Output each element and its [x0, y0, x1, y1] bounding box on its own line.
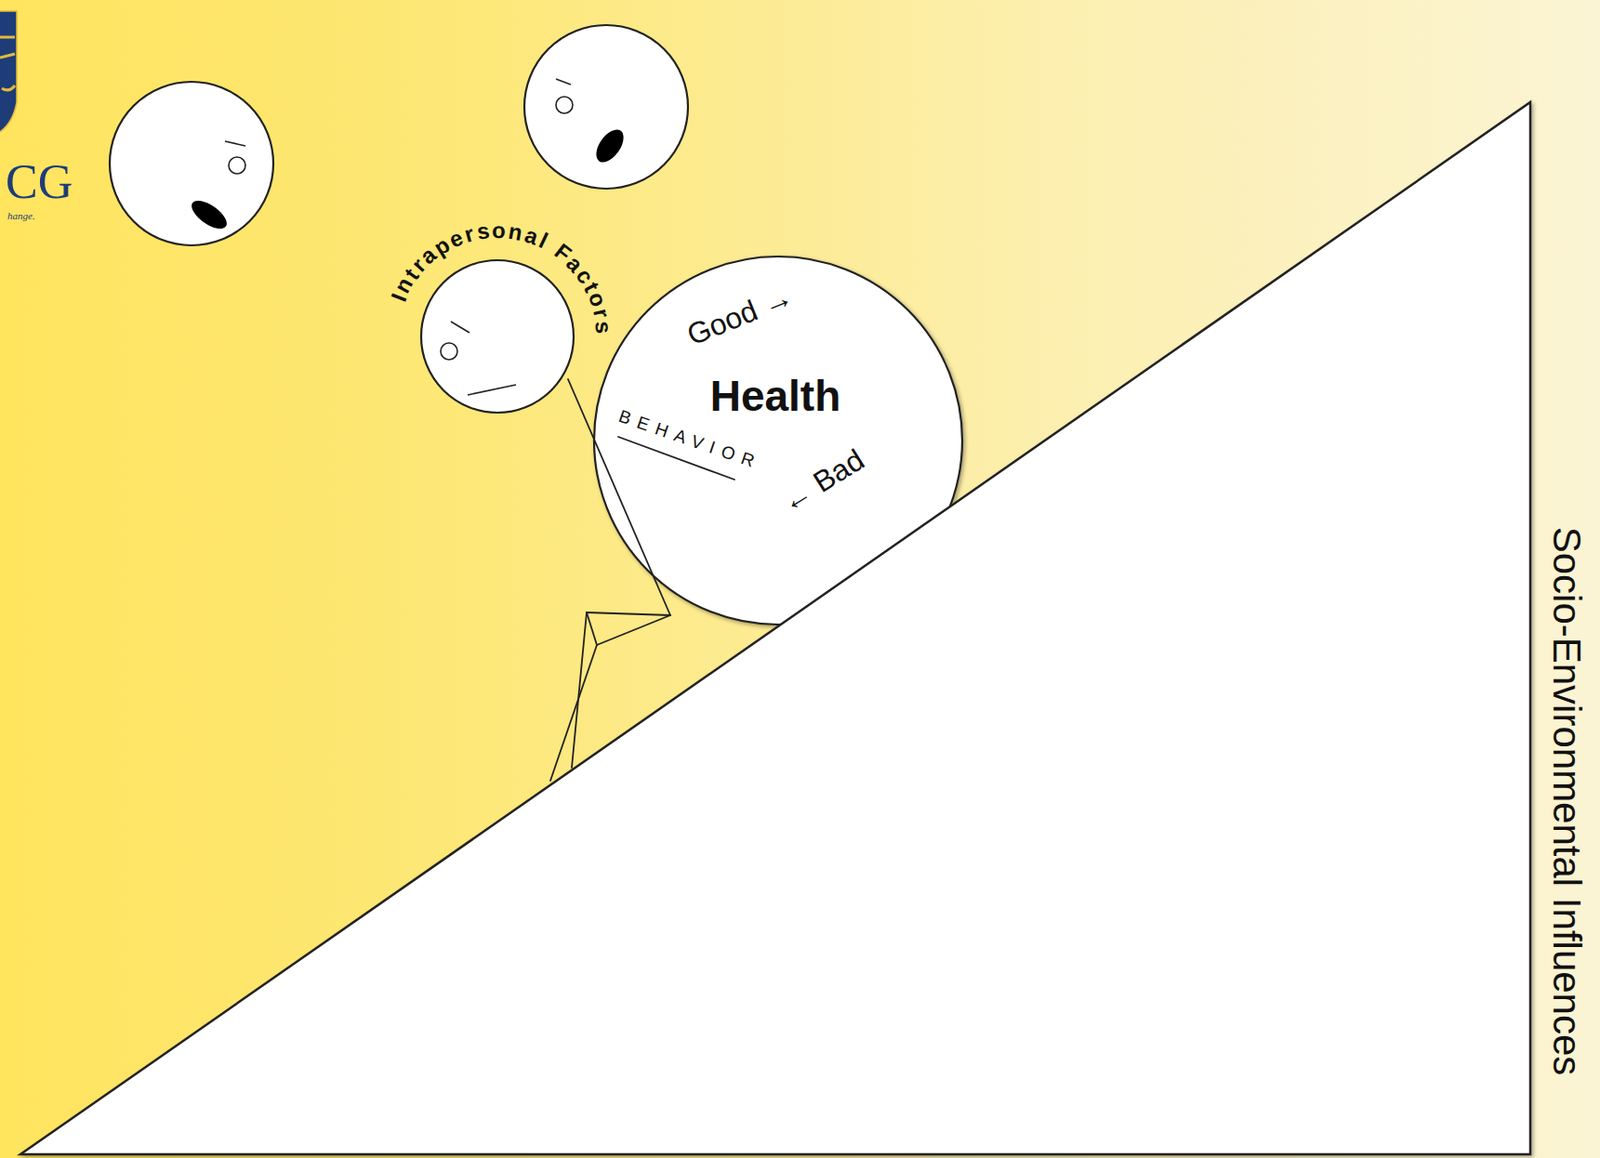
head-circle [109, 81, 274, 246]
eye [228, 157, 246, 174]
mouth [467, 384, 516, 396]
brow [555, 79, 571, 85]
arm-line [618, 436, 735, 480]
thigh-line [586, 612, 671, 616]
eye [555, 96, 573, 114]
shin-line [571, 612, 587, 768]
arc-letter: s [475, 218, 491, 245]
brow [450, 321, 470, 333]
intrapersonal-head-outline [419, 258, 576, 415]
thigh-line [596, 615, 671, 646]
head-circle [524, 25, 688, 189]
intrapersonal-head: Intrapersonal Factors [419, 258, 576, 415]
logo-text: CG [5, 154, 73, 210]
hip-line [586, 612, 597, 646]
eye [440, 343, 458, 360]
head-circle [421, 260, 574, 413]
arc-letter: o [491, 218, 506, 244]
ball-title: Health [710, 372, 842, 421]
shin-line [550, 645, 597, 781]
slope-polygon [20, 102, 1531, 1155]
mouth [591, 124, 630, 167]
axis-label: Socio-Environmental Influences [1545, 527, 1588, 1077]
arc-letter: s [590, 319, 616, 335]
back-line [568, 379, 671, 616]
logo-tagline: hange. [7, 210, 36, 222]
logo-shield [0, 11, 17, 133]
brow [224, 141, 246, 146]
falling-head [524, 25, 688, 189]
shield-detail [0, 37, 15, 91]
shield-rim [0, 11, 17, 133]
falling-head [109, 81, 274, 246]
slope-triangle: Socio-Environmental Influences [20, 100, 1533, 1158]
shield-body [0, 11, 17, 133]
mouth [186, 195, 232, 235]
slope-triangle-outline [20, 100, 1533, 1158]
